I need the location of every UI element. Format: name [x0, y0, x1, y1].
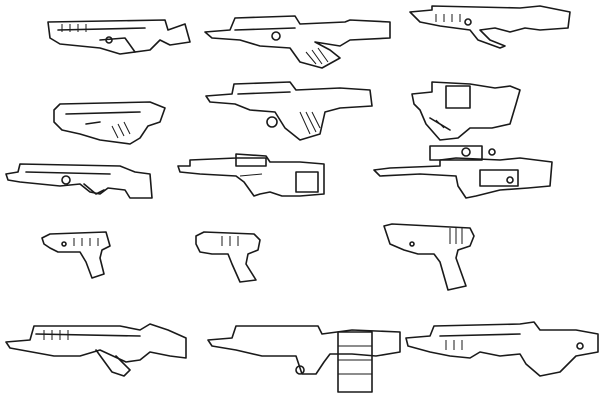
weapon-sketch-r3-c2: [177, 153, 325, 197]
weapon-sketch-r1-c3: [409, 5, 571, 49]
weapon-sketch-r4-c3: [383, 223, 475, 291]
weapon-sketch-r2-c1: [53, 101, 166, 145]
weapon-sketch-r3-c1: [5, 163, 153, 199]
weapon-sketch-r2-c3: [411, 81, 521, 141]
weapon-sketch-r5-c2: [207, 325, 401, 393]
weapon-sketch-r1-c1: [47, 19, 191, 55]
weapon-sketch-r4-c2: [195, 231, 261, 283]
weapon-sketch-r1-c2: [204, 15, 391, 69]
weapon-sketch-r3-c3: [373, 145, 553, 199]
weapon-sketch-r5-c1: [5, 323, 187, 377]
weapon-sketch-r2-c2: [205, 81, 373, 141]
weapon-sketch-r4-c1: [41, 231, 111, 279]
weapon-sketch-r5-c3: [405, 321, 599, 377]
